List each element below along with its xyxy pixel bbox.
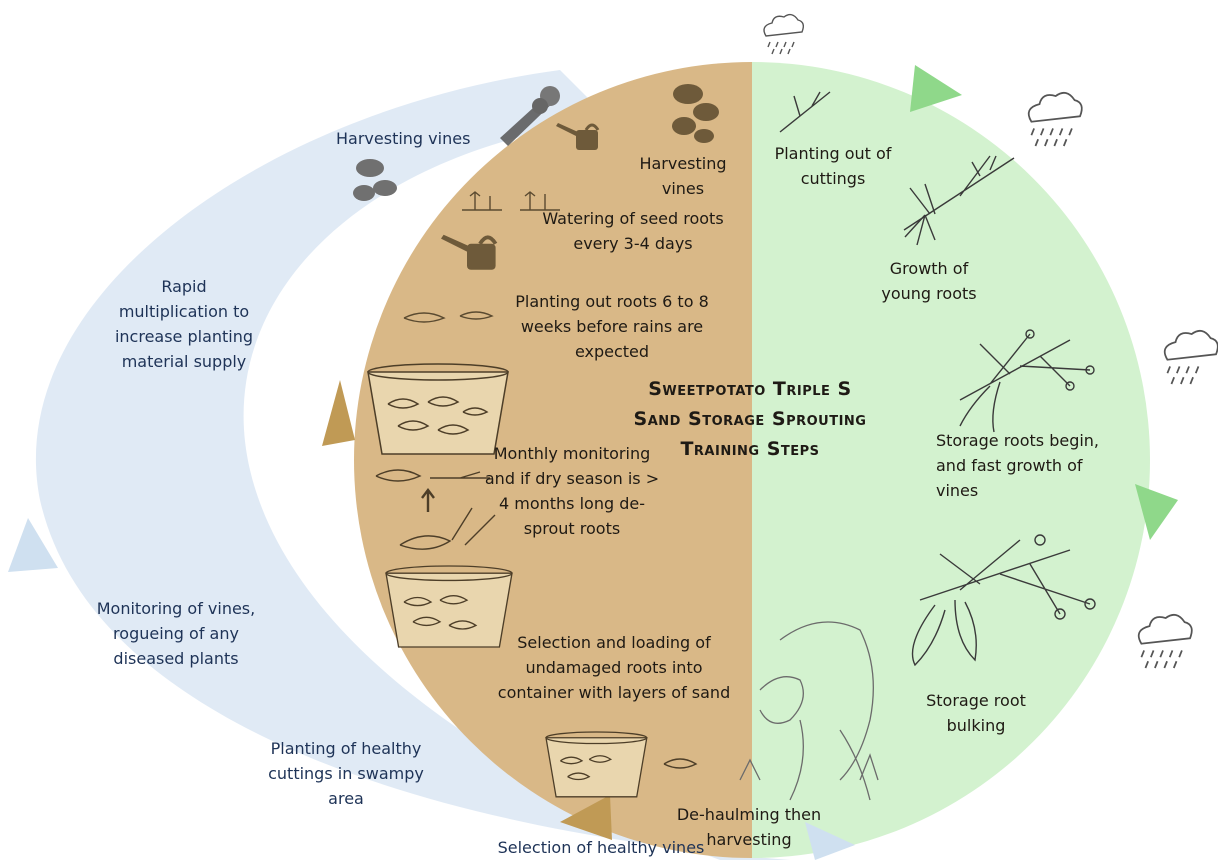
rain-cloud-icon	[1029, 93, 1082, 146]
label-watering-seed-roots: Watering of seed roots every 3-4 days	[524, 206, 742, 256]
label-harvesting-vines-outer: Harvesting vines	[336, 126, 506, 151]
label-dehaulming: De-haulming then harvesting	[660, 802, 838, 852]
label-monitoring-vines: Monitoring of vines, rogueing of any dis…	[96, 596, 256, 671]
label-storage-roots-begin: Storage roots begin, and fast growth of …	[936, 428, 1126, 503]
title-line-3: Training Steps	[560, 434, 940, 464]
diagram-title: Sweetpotato Triple S Sand Storage Sprout…	[560, 374, 940, 464]
label-planting-swampy: Planting of healthy cuttings in swampy a…	[268, 736, 424, 811]
label-selection-loading: Selection and loading of undamaged roots…	[488, 630, 740, 705]
title-line-2: Sand Storage Sprouting	[560, 404, 940, 434]
title-line-1: Sweetpotato Triple S	[560, 374, 940, 404]
rain-cloud-icon	[1139, 615, 1192, 668]
rain-cloud-icon	[764, 15, 803, 54]
label-storage-root-bulking: Storage root bulking	[906, 688, 1046, 738]
arrow-left-tan	[322, 380, 355, 446]
label-young-roots: Growth of young roots	[876, 256, 982, 306]
rain-cloud-icon	[1165, 331, 1218, 384]
label-harvesting-vines-inner: Harvesting vines	[628, 151, 738, 201]
label-planting-out-roots: Planting out roots 6 to 8 weeks before r…	[492, 289, 732, 364]
sand-basket-icon	[546, 732, 647, 797]
label-planting-cuttings: Planting out of cuttings	[770, 141, 896, 191]
arrow-top-green	[910, 65, 962, 112]
label-rapid-multiplication: Rapid multiplication to increase plantin…	[106, 274, 262, 374]
